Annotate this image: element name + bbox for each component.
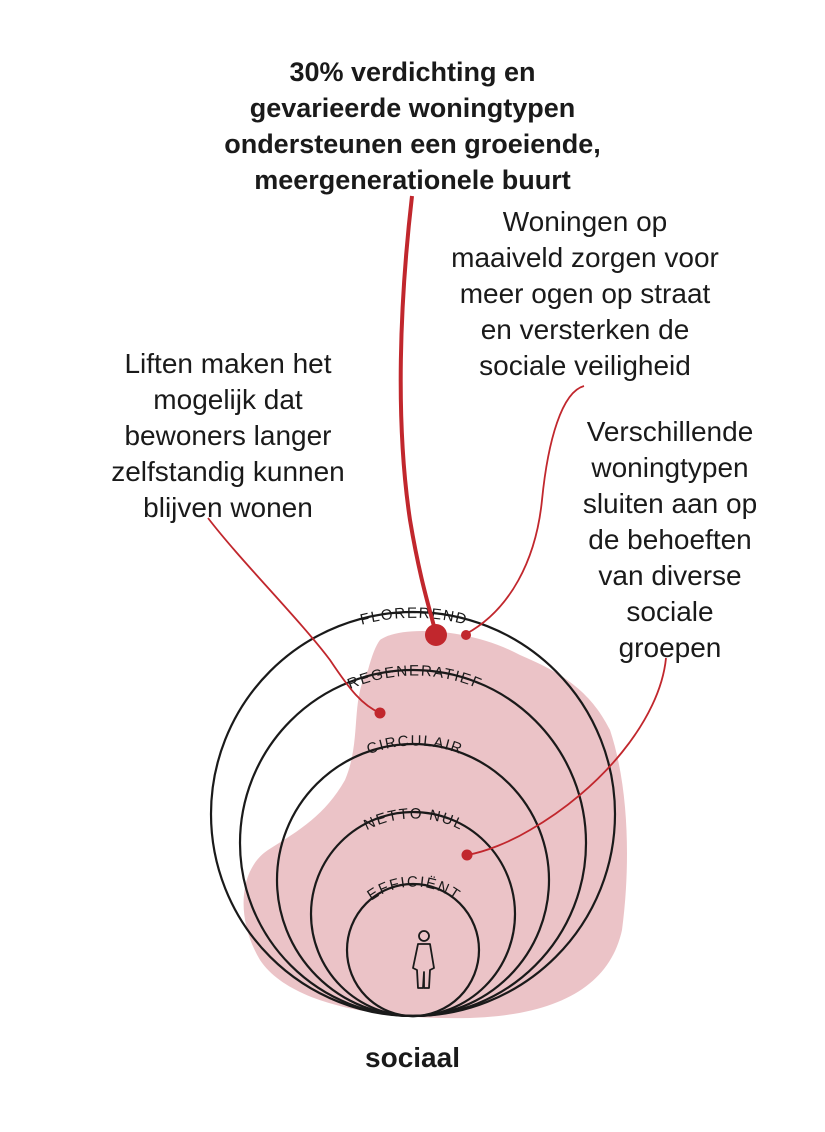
connector-verschillende bbox=[466, 657, 667, 856]
annotation-liften: Liften maken het mogelijk dat bewoners l… bbox=[48, 346, 408, 526]
annotation-line: meer ogen op straat bbox=[459, 278, 711, 309]
marker-liften bbox=[374, 707, 386, 719]
headline-line: meergenerationele buurt bbox=[254, 165, 571, 195]
headline-line: ondersteunen een groeiende, bbox=[224, 129, 601, 159]
ring-efficient bbox=[345, 882, 481, 1018]
annotation-line: groepen bbox=[618, 632, 722, 663]
annotation-line: de behoeften bbox=[588, 524, 752, 555]
annotation-line: maaiveld zorgen voor bbox=[451, 242, 719, 273]
annotation-line: blijven wonen bbox=[143, 492, 313, 523]
marker-woningen bbox=[461, 630, 471, 640]
impact-blob bbox=[243, 631, 627, 1019]
annotation-line: van diverse bbox=[598, 560, 742, 591]
annotation-line: Woningen op bbox=[502, 206, 668, 237]
annotation-line: woningtypen bbox=[591, 452, 749, 483]
annotation-verschillende: Verschillende woningtypen sluiten aan op… bbox=[540, 414, 800, 666]
connector-headline bbox=[398, 195, 438, 635]
footer-label: sociaal bbox=[365, 1042, 460, 1073]
annotation-line: mogelijk dat bbox=[153, 384, 303, 415]
marker-verschillende bbox=[461, 849, 473, 861]
headline-line: gevarieerde woningtypen bbox=[249, 93, 576, 123]
connector-woningen bbox=[465, 385, 585, 635]
annotation-line: sluiten aan op bbox=[582, 488, 758, 519]
person-icon bbox=[412, 930, 435, 989]
annotation-line: Liften maken het bbox=[124, 348, 332, 379]
annotation-woningen: Woningen op maaiveld zorgen voor meer og… bbox=[405, 204, 765, 384]
annotation-line: bewoners langer bbox=[124, 420, 332, 451]
annotation-line: Verschillende bbox=[586, 416, 754, 447]
connector-liften bbox=[207, 517, 381, 714]
annotation-line: en versterken de bbox=[480, 314, 690, 345]
marker-headline bbox=[425, 624, 447, 646]
headline-line: 30% verdichting en bbox=[289, 57, 536, 87]
annotation-line: zelfstandig kunnen bbox=[111, 456, 345, 487]
ring-label-florerend: FLOREREND bbox=[358, 605, 469, 629]
annotation-line: sociale bbox=[626, 596, 714, 627]
headline: 30% verdichting en gevarieerde woningtyp… bbox=[150, 54, 675, 198]
annotation-line: sociale veiligheid bbox=[479, 350, 691, 381]
